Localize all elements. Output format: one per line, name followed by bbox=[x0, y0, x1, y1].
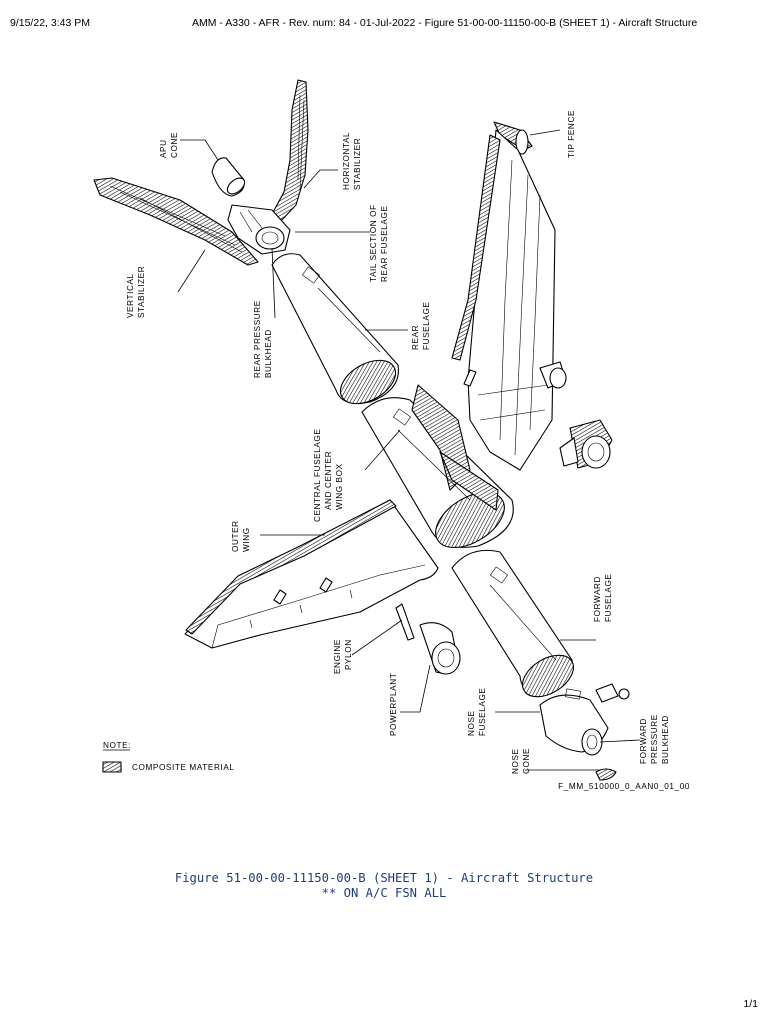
svg-text:FUSELAGE: FUSELAGE bbox=[422, 302, 431, 350]
note-title: NOTE: bbox=[103, 741, 131, 750]
svg-text:POWERPLANT: POWERPLANT bbox=[389, 673, 398, 736]
central-fuselage bbox=[361, 384, 514, 549]
right-engine-lower bbox=[559, 419, 613, 469]
label-forward-pressure-bulkhead: FORWARD PRESSURE BULKHEAD bbox=[639, 714, 670, 764]
rear-fuselage bbox=[271, 253, 399, 405]
caption-line-1: Figure 51-00-00-11150-00-B (SHEET 1) - A… bbox=[174, 871, 594, 885]
label-vertical-stabilizer: VERTICAL STABILIZER bbox=[126, 266, 146, 318]
aircraft-structure-figure: APU CONE HORIZONTAL STABILIZER TAIL SECT… bbox=[93, 79, 690, 791]
label-horizontal-stabilizer: HORIZONTAL STABILIZER bbox=[342, 132, 362, 190]
label-tip-fence: TIP FENCE bbox=[567, 110, 576, 158]
svg-text:FORWARD: FORWARD bbox=[593, 576, 602, 622]
caption-line-2: ** ON A/C FSN ALL bbox=[321, 886, 447, 900]
svg-text:STABILIZER: STABILIZER bbox=[353, 138, 362, 190]
svg-text:NOSE: NOSE bbox=[467, 710, 476, 736]
label-rear-fuselage: REAR FUSELAGE bbox=[411, 302, 431, 350]
label-powerplant: POWERPLANT bbox=[389, 673, 398, 736]
label-apu-cone: APU CONE bbox=[159, 132, 179, 158]
tail-section bbox=[227, 204, 291, 255]
svg-text:WING BOX: WING BOX bbox=[335, 463, 344, 510]
svg-text:REAR: REAR bbox=[411, 325, 420, 350]
nose-cone bbox=[595, 768, 617, 781]
svg-text:REAR FUSELAGE: REAR FUSELAGE bbox=[380, 205, 389, 282]
forward-pressure-bulkhead bbox=[581, 728, 603, 756]
tip-fence bbox=[493, 121, 533, 155]
figure-caption: Figure 51-00-00-11150-00-B (SHEET 1) - A… bbox=[0, 871, 768, 901]
leader-lines bbox=[177, 129, 641, 771]
svg-text:CONE: CONE bbox=[170, 132, 179, 158]
horizontal-stabilizer bbox=[271, 79, 309, 223]
svg-text:FUSELAGE: FUSELAGE bbox=[478, 688, 487, 736]
svg-text:CONE: CONE bbox=[522, 748, 531, 774]
svg-text:APU: APU bbox=[159, 139, 168, 158]
svg-text:STABILIZER: STABILIZER bbox=[137, 266, 146, 318]
apu-cone bbox=[211, 157, 246, 197]
engine-pylon bbox=[395, 603, 415, 641]
svg-text:VERTICAL: VERTICAL bbox=[126, 273, 135, 318]
label-forward-fuselage: FORWARD FUSELAGE bbox=[593, 574, 613, 622]
label-engine-pylon: ENGINE PYLON bbox=[333, 639, 353, 674]
label-tail-section: TAIL SECTION OF REAR FUSELAGE bbox=[369, 204, 389, 282]
page-number: 1/1 bbox=[743, 998, 758, 1010]
svg-text:AND CENTER: AND CENTER bbox=[324, 451, 333, 510]
right-wing bbox=[451, 129, 556, 471]
svg-text:TIP FENCE: TIP FENCE bbox=[567, 110, 576, 158]
label-nose-cone: NOSE CONE bbox=[511, 748, 531, 774]
svg-text:HORIZONTAL: HORIZONTAL bbox=[342, 132, 351, 190]
svg-text:FORWARD: FORWARD bbox=[639, 718, 648, 764]
composite-swatch bbox=[102, 761, 122, 773]
label-central-fuselage: CENTRAL FUSELAGE AND CENTER WING BOX bbox=[313, 429, 344, 522]
label-rear-pressure-bulkhead: REAR PRESSURE BULKHEAD bbox=[253, 300, 273, 378]
svg-text:PYLON: PYLON bbox=[344, 639, 353, 670]
label-nose-fuselage: NOSE FUSELAGE bbox=[467, 688, 487, 736]
header-datetime: 9/15/22, 3:43 PM bbox=[10, 17, 90, 29]
svg-text:BULKHEAD: BULKHEAD bbox=[264, 329, 273, 378]
figure-id: F_MM_510000_0_AAN0_01_00 bbox=[558, 782, 690, 791]
svg-text:TAIL SECTION OF: TAIL SECTION OF bbox=[369, 204, 378, 282]
forward-fuselage bbox=[451, 549, 574, 698]
svg-text:CENTRAL FUSELAGE: CENTRAL FUSELAGE bbox=[313, 429, 322, 522]
note-legend: NOTE: COMPOSITE MATERIAL bbox=[102, 741, 235, 773]
svg-text:BULKHEAD: BULKHEAD bbox=[661, 715, 670, 764]
label-outer-wing: OUTER WING bbox=[231, 520, 251, 552]
svg-text:ENGINE: ENGINE bbox=[333, 639, 342, 674]
svg-text:PRESSURE: PRESSURE bbox=[650, 714, 659, 764]
svg-text:WING: WING bbox=[242, 527, 251, 552]
powerplant bbox=[419, 622, 461, 675]
note-legend-text: COMPOSITE MATERIAL bbox=[132, 763, 235, 772]
svg-text:FUSELAGE: FUSELAGE bbox=[604, 574, 613, 622]
right-engine-upper bbox=[539, 361, 567, 389]
header-document-title: AMM - A330 - AFR - Rev. num: 84 - 01-Jul… bbox=[192, 17, 698, 29]
svg-text:NOSE: NOSE bbox=[511, 748, 520, 774]
outer-wing bbox=[184, 499, 439, 649]
svg-text:REAR PRESSURE: REAR PRESSURE bbox=[253, 300, 262, 378]
svg-text:OUTER: OUTER bbox=[231, 520, 240, 552]
vertical-stabilizer bbox=[93, 177, 259, 266]
